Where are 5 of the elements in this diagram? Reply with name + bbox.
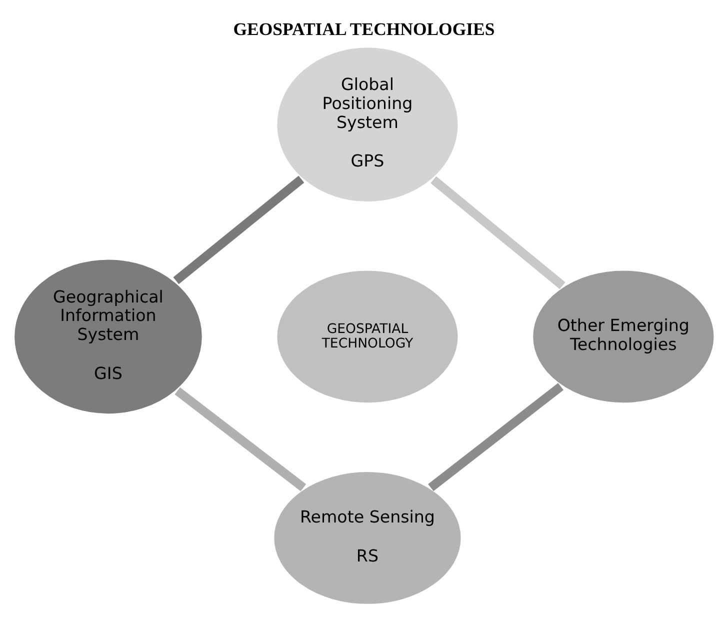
connector	[430, 176, 566, 290]
connector	[174, 387, 306, 492]
connector	[173, 176, 304, 284]
diagram-title: GEOSPATIAL TECHNOLOGIES	[233, 18, 495, 39]
connector	[428, 382, 564, 492]
